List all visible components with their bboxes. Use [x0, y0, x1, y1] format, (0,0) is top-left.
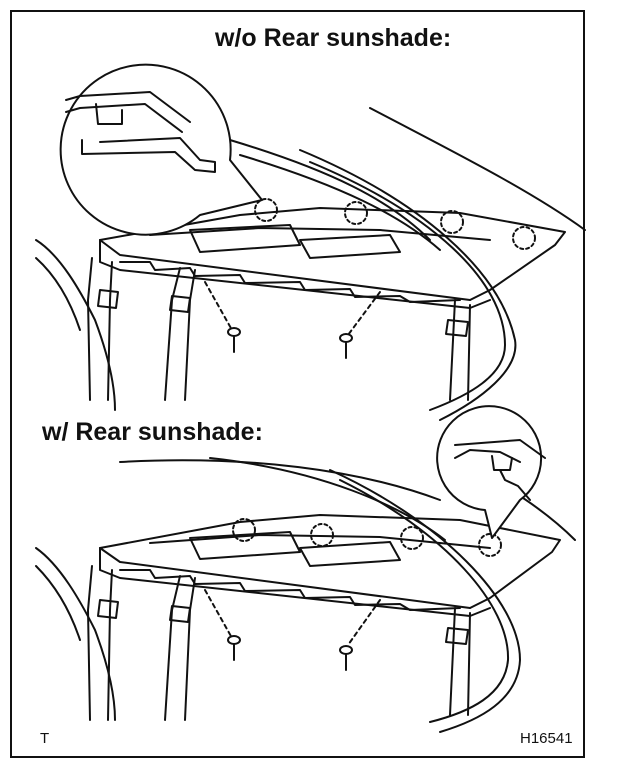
top-clip-marker	[344, 201, 368, 225]
top-detail-part	[81, 137, 216, 173]
top-pillar-center	[164, 267, 181, 401]
bottom-pillar-center	[164, 575, 181, 721]
bottom-pillar-center	[184, 577, 196, 721]
bottom-assembly	[35, 405, 576, 733]
top-pillar-right	[445, 319, 469, 337]
bottom-pillar-center	[169, 605, 191, 623]
top-window-edge	[309, 161, 506, 411]
figure-code: H16541	[520, 730, 573, 747]
bottom-sunroof-opening	[189, 531, 301, 560]
bottom-headliner-edge	[99, 547, 491, 617]
bottom-headliner-notches	[119, 569, 461, 611]
top-sunroof-opening	[299, 234, 401, 259]
top-screw-leader	[347, 291, 381, 336]
bottom-sunroof-opening	[299, 541, 401, 567]
top-body-curve	[239, 154, 441, 251]
bottom-left-curve	[35, 547, 116, 721]
top-pillar-right	[449, 299, 456, 401]
top-pillar-left	[107, 261, 113, 401]
top-body-curve	[369, 107, 586, 231]
top-pillar-center	[169, 295, 191, 313]
corner-code: T	[40, 730, 50, 747]
bottom-screw-leader	[347, 599, 381, 646]
section-title-with-sunshade: w/ Rear sunshade:	[42, 418, 263, 446]
top-headliner-notches	[119, 261, 461, 303]
top-headliner-panel	[99, 239, 471, 301]
bottom-headliner-panel	[99, 514, 561, 609]
bottom-detail-part	[499, 469, 531, 501]
top-clip-marker	[254, 198, 278, 222]
bottom-headliner-panel	[99, 547, 471, 609]
top-headliner-panel	[99, 207, 566, 301]
bottom-pillar-right	[467, 612, 471, 716]
top-pillar-right	[467, 304, 471, 401]
top-pillar-left	[87, 257, 93, 401]
bottom-screw	[339, 645, 353, 671]
bottom-pillar-left	[107, 569, 113, 721]
bottom-headliner-inner	[149, 534, 491, 549]
top-pillar-center	[184, 269, 196, 401]
top-clip-marker	[440, 210, 464, 234]
top-clip-marker	[512, 226, 536, 250]
top-headliner-edge	[99, 239, 491, 309]
section-title-without-sunshade: w/o Rear sunshade:	[215, 24, 452, 52]
top-screw	[227, 327, 241, 353]
bottom-screw	[227, 635, 241, 661]
top-assembly	[35, 63, 586, 421]
top-detail-part	[95, 103, 123, 125]
bottom-clip-marker	[400, 526, 424, 550]
bottom-pillar-left	[97, 599, 119, 619]
top-detail-part	[65, 91, 191, 123]
top-window-edge	[299, 149, 517, 421]
top-sunroof-opening	[189, 224, 301, 253]
bottom-body-curve	[119, 459, 441, 501]
top-headliner-inner	[149, 227, 491, 241]
bottom-clip-marker	[232, 518, 256, 542]
top-body-curve	[229, 139, 431, 241]
bottom-pillar-left	[87, 565, 93, 721]
bottom-window-edge	[339, 479, 510, 723]
top-screw	[339, 333, 353, 359]
top-screw-leader	[204, 281, 233, 331]
top-left-curve	[35, 257, 81, 331]
top-left-curve	[35, 239, 116, 411]
bottom-clip-marker	[478, 533, 502, 557]
bottom-detail-part	[454, 449, 521, 463]
bottom-left-curve	[35, 565, 81, 641]
bottom-pillar-right	[449, 607, 456, 716]
top-pillar-left	[97, 289, 119, 309]
bottom-clip-marker	[310, 523, 334, 547]
bottom-pillar-right	[445, 627, 469, 645]
bottom-detail-callout	[436, 405, 546, 539]
top-detail-callout	[59, 63, 263, 236]
bottom-screw-leader	[204, 589, 233, 639]
bottom-detail-part	[491, 455, 513, 471]
top-detail-part	[65, 103, 183, 133]
bottom-detail-part	[454, 439, 546, 459]
bottom-window-edge	[329, 469, 521, 733]
